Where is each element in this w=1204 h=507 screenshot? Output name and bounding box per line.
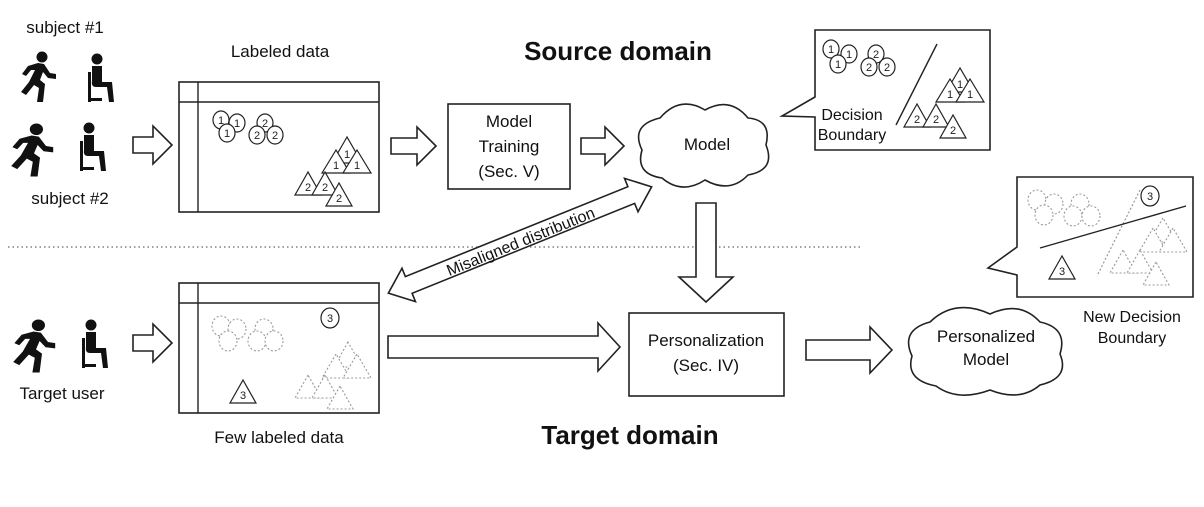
new-class3-circle	[1140, 185, 1160, 207]
arrow-to-personalized-model	[805, 325, 894, 375]
callout-class1-circles: 1 1 1	[822, 39, 858, 74]
class3-triangle-label: 3	[240, 390, 246, 402]
svg-text:1: 1	[957, 79, 963, 91]
new-decision-line1: New Decision	[1083, 309, 1181, 326]
svg-text:2: 2	[873, 49, 879, 61]
svg-text:1: 1	[846, 49, 852, 61]
running-person-icon	[10, 123, 54, 178]
old-boundary-line	[1096, 189, 1141, 277]
svg-text:2: 2	[933, 114, 939, 126]
svg-text:2: 2	[305, 182, 311, 194]
personalized-line1: Personalized	[937, 327, 1035, 346]
training-line3: (Sec. V)	[478, 162, 539, 181]
seated-person-icon	[81, 319, 109, 369]
svg-text:1: 1	[835, 59, 841, 71]
callout-class2-circles: 2 2 2	[860, 44, 896, 77]
class2-triangles: 2 2 2	[293, 170, 354, 207]
svg-text:1: 1	[218, 115, 224, 127]
misaligned-label: Misaligned distribution	[444, 205, 597, 280]
new-faint-circles	[1027, 189, 1101, 227]
arrow-target-to-data	[132, 322, 174, 364]
svg-text:2: 2	[336, 193, 342, 205]
svg-text:1: 1	[333, 160, 339, 172]
personalization-box	[628, 312, 785, 397]
class3-circle-label: 3	[327, 313, 333, 325]
target-domain-title: Target domain	[541, 420, 718, 450]
arrow-data-to-training	[390, 125, 438, 167]
new-faint-triangles	[1109, 216, 1188, 286]
misaligned-distribution-arrow	[387, 177, 653, 303]
class3-triangle	[228, 378, 258, 404]
running-person-icon	[20, 51, 57, 103]
svg-text:2: 2	[272, 130, 278, 142]
seated-person-icon	[87, 53, 115, 103]
new-boundary-line	[1039, 205, 1187, 249]
new-decision-line2: Boundary	[1098, 330, 1167, 347]
personalization-line2: (Sec. IV)	[673, 356, 739, 375]
personalized-line2: Model	[963, 350, 1009, 369]
class1-circles: 1 1 1	[212, 110, 246, 143]
class3-circle	[320, 307, 340, 329]
svg-text:1: 1	[224, 128, 230, 140]
arrow-training-to-model	[580, 125, 626, 167]
source-domain-title: Source domain	[524, 36, 712, 66]
svg-text:1: 1	[354, 160, 360, 172]
subject2-label: subject #2	[31, 189, 109, 208]
decision-boundary-line	[895, 43, 938, 126]
few-labeled-data-label: Few labeled data	[214, 428, 344, 447]
callout-class2-triangles: 2 2 2	[902, 102, 968, 139]
decision-line2: Boundary	[818, 127, 887, 144]
svg-text:1: 1	[234, 118, 240, 130]
model-label: Model	[684, 135, 730, 154]
arrow-data-to-personalization	[387, 320, 622, 374]
svg-text:2: 2	[254, 130, 260, 142]
svg-text:1: 1	[967, 89, 973, 101]
personalized-model-cloud	[907, 306, 1064, 396]
seated-person-icon	[79, 122, 107, 172]
new-class3-circle-label: 3	[1147, 191, 1153, 203]
new-class3-triangle-label: 3	[1059, 266, 1065, 278]
labeled-data-label: Labeled data	[231, 42, 330, 61]
model-cloud	[637, 103, 770, 188]
subject1-label: subject #1	[26, 18, 104, 37]
svg-text:1: 1	[947, 89, 953, 101]
new-class3-triangle	[1047, 254, 1077, 280]
arrow-subjects-to-data	[132, 124, 174, 166]
svg-text:2: 2	[884, 62, 890, 74]
training-line2: Training	[479, 137, 540, 156]
svg-text:1: 1	[344, 149, 350, 161]
svg-text:2: 2	[950, 125, 956, 137]
svg-text:2: 2	[322, 182, 328, 194]
training-line1: Model	[486, 112, 532, 131]
faint-triangles	[294, 340, 372, 410]
svg-text:2: 2	[262, 118, 268, 130]
class1-triangles: 1 1 1	[320, 135, 373, 174]
target-user-label: Target user	[19, 384, 104, 403]
arrow-model-to-personalization	[676, 202, 736, 304]
decision-line1: Decision	[821, 107, 882, 124]
running-person-icon	[12, 319, 56, 374]
model-training-box	[447, 103, 571, 190]
personalization-line1: Personalization	[648, 331, 764, 350]
callout-class1-triangles: 1 1 1	[934, 66, 986, 103]
faint-circles	[211, 315, 284, 352]
svg-text:1: 1	[828, 44, 834, 56]
labeled-data-box	[178, 81, 380, 213]
svg-text:2: 2	[866, 62, 872, 74]
svg-text:2: 2	[914, 114, 920, 126]
class2-circles: 2 2 2	[248, 113, 284, 145]
